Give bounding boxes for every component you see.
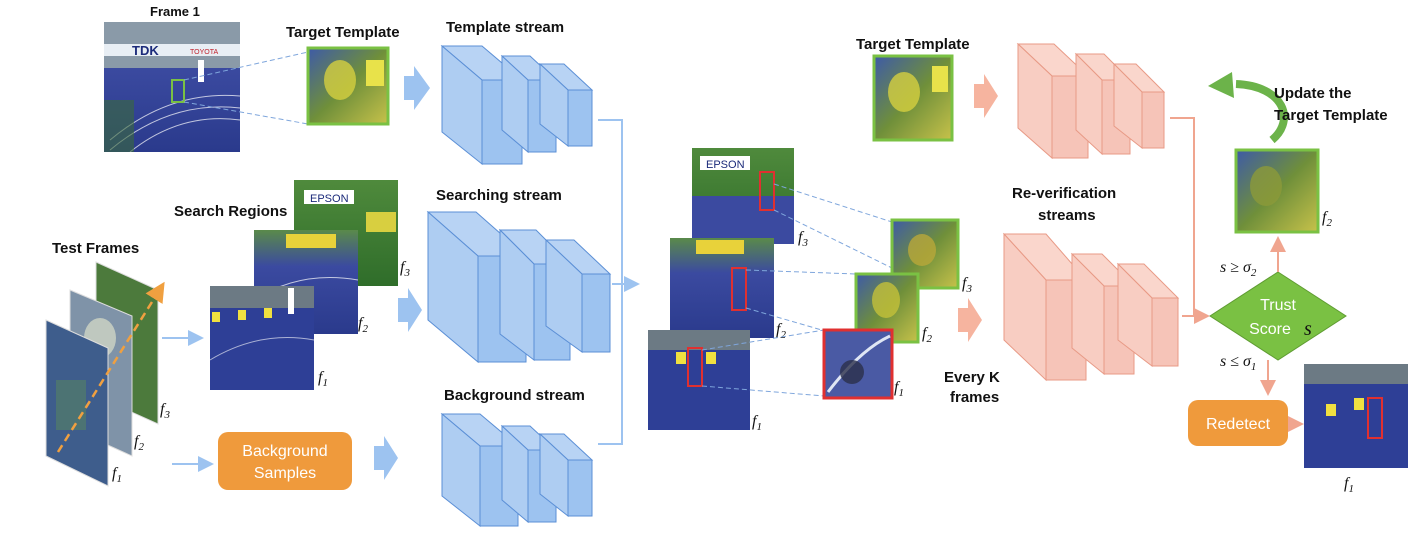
redetect-label: Redetect xyxy=(1206,416,1271,433)
epson-logo-text-small: EPSON xyxy=(310,193,349,205)
template-stream-blocks xyxy=(440,44,594,166)
search-f1-mark: f1 xyxy=(318,369,328,389)
crop-f3-mark: f3 xyxy=(962,275,972,295)
updated-template-image xyxy=(1234,148,1320,234)
crop-f1 xyxy=(822,328,894,400)
searching-stream-label: Searching stream xyxy=(436,187,562,204)
crop-f1-mark: f1 xyxy=(894,379,904,399)
redetected-f1-mark: f1 xyxy=(1344,475,1354,495)
tdk-logo-text: TDK xyxy=(132,43,159,58)
trust-symbol: s xyxy=(1304,318,1312,340)
result-frame-f3: EPSON xyxy=(692,148,794,244)
result-f1-mark: f1 xyxy=(752,413,762,433)
result-f3-mark: f3 xyxy=(798,229,808,249)
frame1-label: Frame 1 xyxy=(150,4,200,19)
update-line2: Target Template xyxy=(1274,107,1388,124)
updated-f2-mark: f2 xyxy=(1322,209,1332,229)
arrow-verify-top xyxy=(974,74,998,118)
background-samples-box: Background Samples xyxy=(218,432,352,490)
verify-connector xyxy=(1170,117,1195,316)
trust-score-diamond: Trust Score s xyxy=(1209,271,1347,361)
update-curve-arrow xyxy=(1235,80,1288,144)
arrow-reverification xyxy=(958,298,982,342)
target-template-right-label: Target Template xyxy=(856,36,970,53)
template-stream-label: Template stream xyxy=(446,19,564,36)
test-f2-mark: f2 xyxy=(134,433,144,453)
condition-upper: s≥σ2 xyxy=(1220,259,1257,279)
searching-stream-blocks xyxy=(426,210,612,364)
search-f3-mark: f3 xyxy=(400,259,410,279)
crop-f3 xyxy=(890,218,960,290)
epson-logo-text: EPSON xyxy=(706,159,745,171)
result-f2-mark: f2 xyxy=(776,321,786,341)
update-line1: Update the xyxy=(1274,85,1352,102)
target-template-left-label: Target Template xyxy=(286,24,400,41)
result-frame-f2 xyxy=(670,238,774,338)
trust-line1: Trust xyxy=(1260,297,1296,314)
background-samples-line2: Samples xyxy=(254,465,316,482)
target-template-left-image xyxy=(306,46,390,126)
test-frames-label: Test Frames xyxy=(52,240,139,257)
verify-stream-bottom xyxy=(1002,232,1180,382)
redetect-box: Redetect xyxy=(1188,400,1288,446)
merge-connector xyxy=(598,119,623,445)
trust-line2: Score xyxy=(1249,321,1291,338)
test-f3-mark: f3 xyxy=(160,401,170,421)
toyota-logo-text: TOYOTA xyxy=(190,49,218,56)
temporal-axis xyxy=(56,281,165,453)
crop-f2-mark: f2 xyxy=(922,325,932,345)
search-f2-mark: f2 xyxy=(358,315,368,335)
target-template-right-image xyxy=(872,54,954,142)
test-frames-stack xyxy=(45,261,159,487)
background-stream-blocks xyxy=(440,412,594,528)
result-frame-f1 xyxy=(648,330,750,430)
every-k-line2: frames xyxy=(950,389,999,406)
target-box xyxy=(171,79,185,103)
arrow-searching-stream xyxy=(398,288,422,332)
redetected-frame xyxy=(1304,364,1408,468)
every-k-line1: Every K xyxy=(944,369,1000,386)
condition-lower: s≤σ1 xyxy=(1220,353,1256,373)
verify-stream-top xyxy=(1016,42,1166,160)
frame1-photo: TDK TOYOTA xyxy=(104,22,241,153)
background-stream-label: Background stream xyxy=(444,387,585,404)
search-regions-label: Search Regions xyxy=(174,203,287,220)
arrow-background-stream xyxy=(374,436,398,480)
arrow-template-stream xyxy=(404,66,430,110)
test-f1-mark: f1 xyxy=(112,465,122,485)
reverification-line2: streams xyxy=(1038,207,1096,224)
background-samples-line1: Background xyxy=(242,443,327,460)
search-region-f1 xyxy=(209,286,315,390)
reverification-line1: Re-verification xyxy=(1012,185,1116,202)
